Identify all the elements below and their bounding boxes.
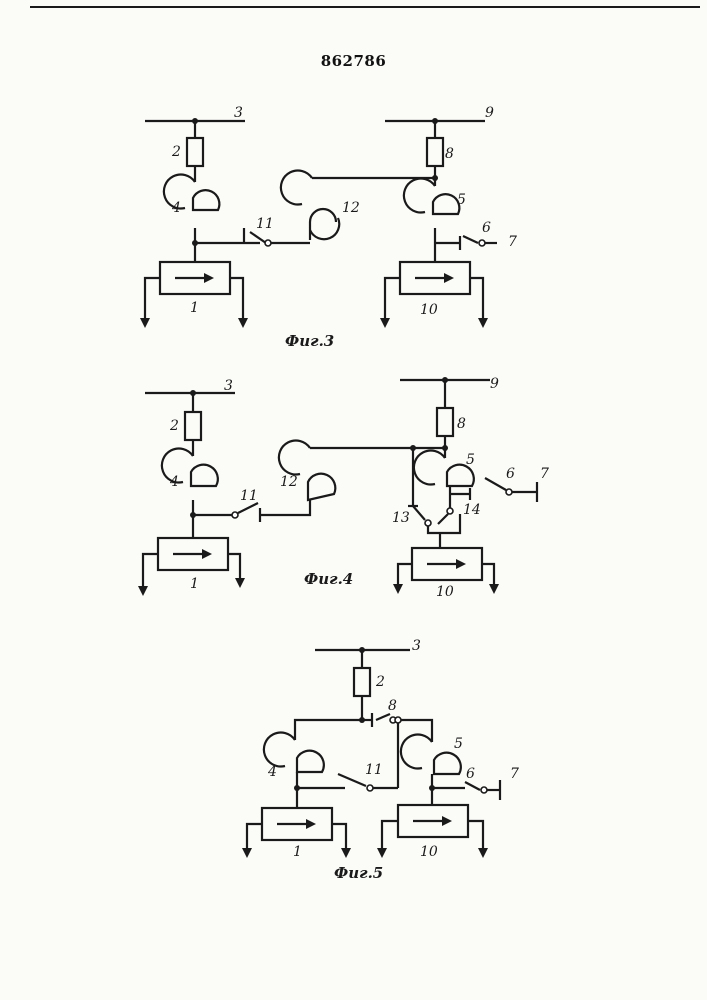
label-11: 11: [256, 216, 274, 232]
label-11: 11: [365, 762, 383, 778]
label-10: 10: [420, 844, 438, 860]
resistor-2: [354, 668, 370, 696]
label-1: 1: [190, 576, 199, 592]
switch-13: [413, 506, 431, 526]
label-12: 12: [342, 200, 360, 216]
label-6: 6: [482, 220, 491, 236]
figure-3: 3 2 4 11 1 12 9 8 5 6 7 10 Фиг.3: [140, 105, 517, 350]
figure-5: 3 2 8 4 11 1 5 6 7 10 Фиг.5: [242, 638, 519, 882]
label-13: 13: [392, 510, 410, 526]
converter-block-1: [160, 262, 230, 294]
label-6: 6: [506, 466, 515, 482]
resistor-2: [185, 412, 201, 440]
caption-fig-5: Фиг.5: [334, 864, 383, 882]
ground-lead-left: [145, 278, 160, 322]
switch-6: [465, 780, 500, 800]
label-6: 6: [466, 766, 475, 782]
label-5: 5: [454, 736, 463, 752]
resistor-8: [427, 138, 443, 166]
label-7: 7: [510, 766, 519, 782]
label-3: 3: [224, 378, 233, 394]
figure-4: 3 2 4 11 1 12 9 8 5 6 7 13 14 10 Фиг.4: [138, 376, 549, 600]
label-9: 9: [485, 105, 494, 121]
discharge-tube-12: [279, 441, 335, 500]
label-5: 5: [466, 452, 475, 468]
switch-6: [460, 236, 497, 250]
label-1: 1: [190, 300, 199, 316]
label-10: 10: [420, 302, 438, 318]
label-3: 3: [234, 105, 243, 121]
converter-block-1: [262, 808, 332, 840]
label-8: 8: [388, 698, 397, 714]
label-4: 4: [169, 474, 179, 490]
label-5: 5: [457, 192, 466, 208]
label-4: 4: [267, 764, 277, 780]
caption-fig-3: Фиг.3: [285, 332, 334, 350]
label-2: 2: [171, 144, 181, 160]
discharge-tube-5: [404, 179, 459, 214]
label-1: 1: [293, 844, 302, 860]
label-3: 3: [412, 638, 421, 654]
label-8: 8: [445, 146, 454, 162]
label-12: 12: [280, 474, 298, 490]
label-2: 2: [169, 418, 179, 434]
switch-8: [372, 713, 401, 727]
label-4: 4: [171, 200, 181, 216]
caption-fig-4: Фиг.4: [304, 570, 353, 588]
converter-block-1: [158, 538, 228, 570]
label-8: 8: [457, 416, 466, 432]
resistor-8: [437, 408, 453, 436]
label-7: 7: [540, 466, 549, 482]
switch-14: [438, 498, 453, 524]
label-9: 9: [490, 376, 499, 392]
switch-11: [232, 503, 260, 522]
resistor-2: [187, 138, 203, 166]
label-11: 11: [240, 488, 258, 504]
converter-block-10: [398, 805, 468, 837]
discharge-tube-5: [414, 451, 474, 486]
switch-6: [470, 478, 537, 502]
discharge-tube-5: [401, 735, 461, 774]
label-14: 14: [463, 502, 481, 518]
label-10: 10: [436, 584, 454, 600]
discharge-tube-12: [281, 171, 339, 240]
converter-block-10: [400, 262, 470, 294]
label-2: 2: [375, 674, 385, 690]
label-7: 7: [508, 234, 517, 250]
converter-block-10: [412, 548, 482, 580]
